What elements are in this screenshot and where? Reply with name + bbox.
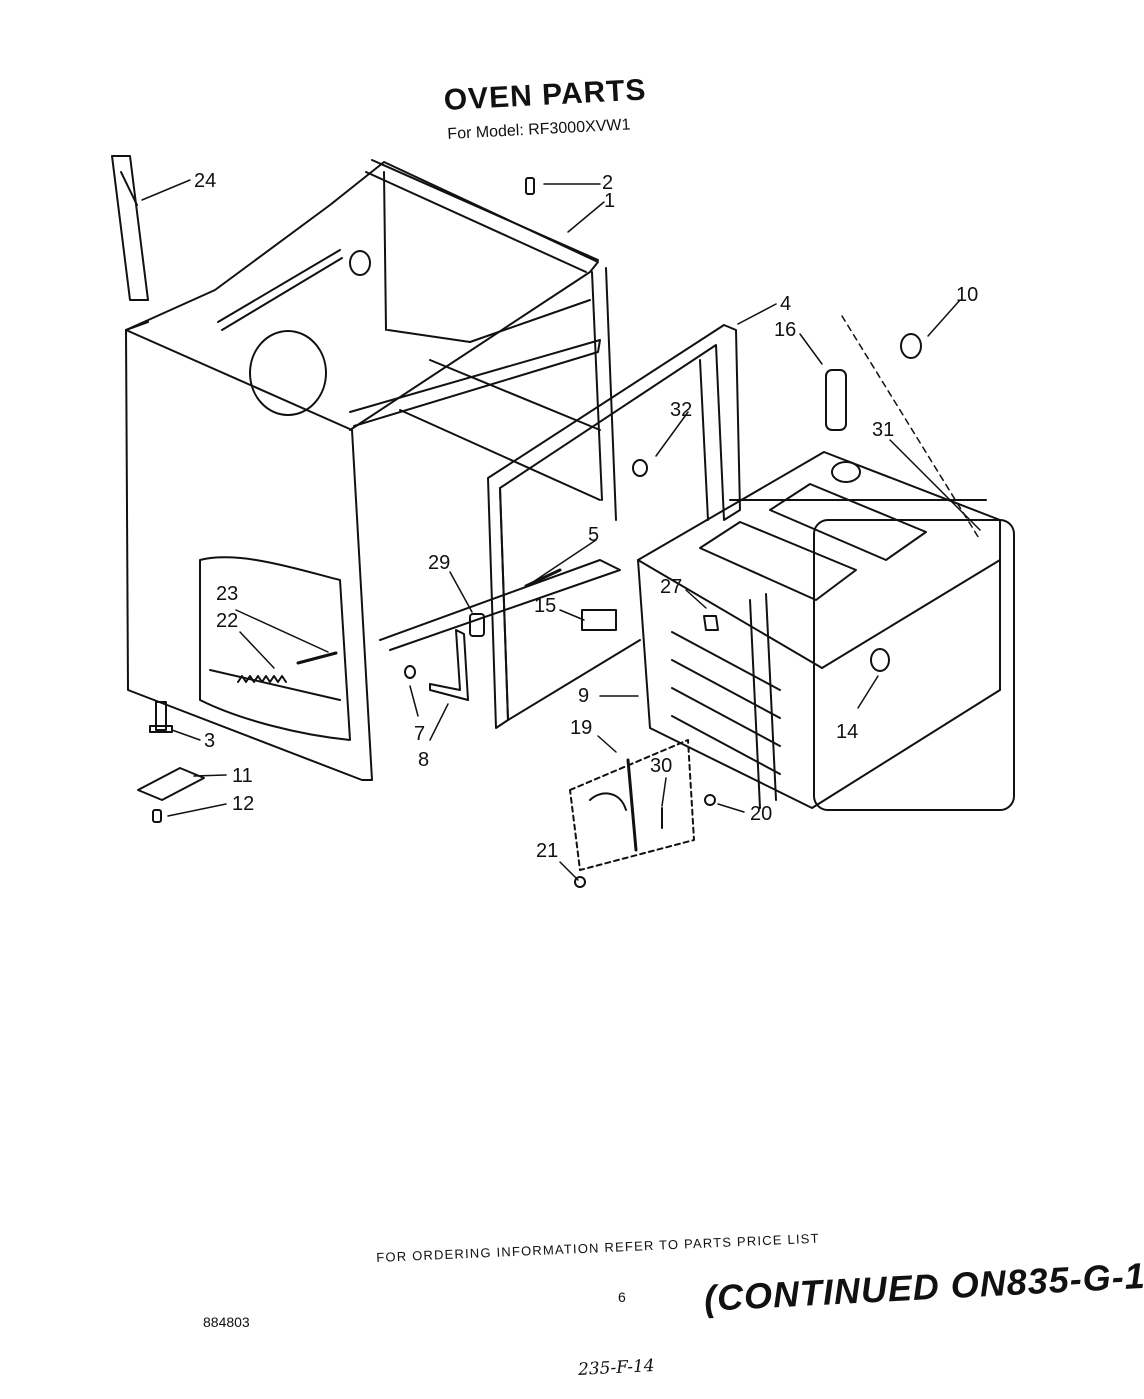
callout-29: 29 <box>428 552 450 574</box>
page-number: 6 <box>618 1289 626 1305</box>
part-19-hinge-assembly <box>569 739 716 888</box>
part-10-cap <box>900 333 922 359</box>
callout-leaders <box>141 179 981 881</box>
part-1-oven-body <box>125 159 621 781</box>
part-22-23-spring-rod <box>237 651 338 683</box>
callout-21: 21 <box>536 840 558 862</box>
callout-9: 9 <box>578 685 589 707</box>
callout-2: 2 <box>602 172 613 194</box>
callout-4: 4 <box>780 293 791 315</box>
callout-labels: 24 2 1 4 10 16 32 31 5 29 15 27 23 22 7 … <box>194 170 978 862</box>
callout-27: 27 <box>660 576 682 598</box>
document-code: 884803 <box>203 1314 250 1330</box>
callout-3: 3 <box>204 730 215 752</box>
callout-31: 31 <box>872 419 894 441</box>
part-16-tube <box>825 369 861 483</box>
callout-23: 23 <box>216 583 238 605</box>
part-32-knob <box>632 459 648 477</box>
callout-7: 7 <box>414 723 425 745</box>
part-31-oven-liner <box>637 451 1015 811</box>
callout-14: 14 <box>836 721 858 743</box>
handwritten-code: 235-F-14 <box>577 1356 656 1380</box>
callout-22: 22 <box>216 610 238 632</box>
part-7-8-bracket <box>404 629 469 701</box>
callout-1: 1 <box>604 190 615 212</box>
callout-8: 8 <box>418 749 429 771</box>
part-14-lens <box>870 648 890 672</box>
part-2-screw <box>525 177 535 195</box>
callout-10: 10 <box>956 284 978 306</box>
callout-16: 16 <box>774 319 796 341</box>
callout-30: 30 <box>650 755 672 777</box>
callout-5: 5 <box>588 524 599 546</box>
callout-20: 20 <box>750 803 772 825</box>
callout-12: 12 <box>232 793 254 815</box>
callout-15: 15 <box>534 595 556 617</box>
part-3-11-12-fasteners <box>137 701 205 823</box>
callout-24: 24 <box>194 170 216 192</box>
callout-19: 19 <box>570 717 592 739</box>
part-24-vent-strip <box>111 155 149 301</box>
callout-11: 11 <box>232 765 253 787</box>
callout-32: 32 <box>670 399 692 421</box>
part-4-front-frame <box>487 324 741 729</box>
part-27-clip <box>703 615 719 631</box>
